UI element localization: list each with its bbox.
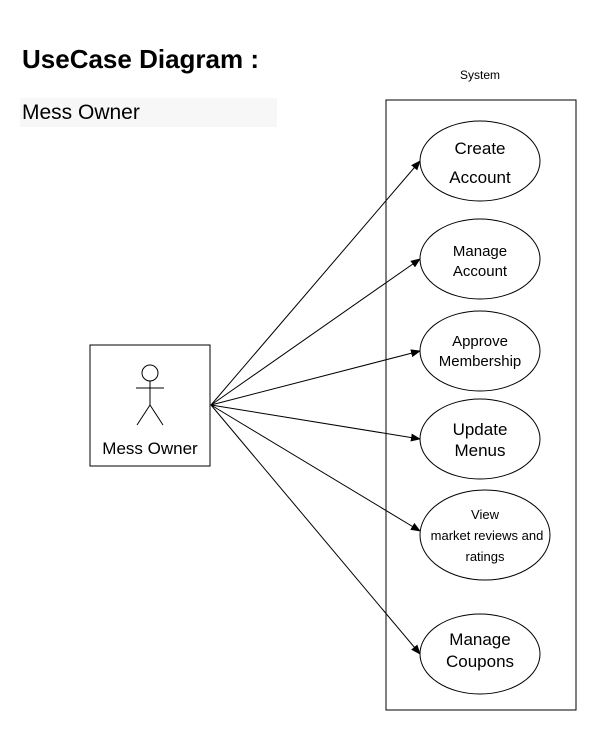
diagram-subtitle: Mess Owner — [20, 98, 277, 127]
use-case-manage-coupons[interactable]: Manage Coupons — [419, 613, 541, 695]
arrow-manage-coupons — [210, 404, 421, 655]
page-title: UseCase Diagram : — [22, 44, 259, 74]
use-case-label: Account — [453, 263, 508, 280]
use-case-label: Menus — [454, 441, 505, 460]
use-case-label: Manage — [449, 630, 510, 649]
use-case-approve-membership[interactable]: Approve Membership — [419, 310, 541, 392]
use-case-create-account[interactable]: Create Account — [419, 120, 541, 202]
use-case-label: ratings — [465, 549, 505, 564]
use-case-label: View — [471, 507, 500, 522]
use-case-label: Membership — [439, 353, 522, 370]
actor[interactable]: Mess Owner — [89, 344, 211, 467]
arrow-manage-account — [210, 258, 421, 406]
stick-figure-icon — [136, 364, 164, 426]
arrow-update-menus — [210, 404, 421, 442]
use-case-label: Create — [454, 139, 505, 158]
use-case-label: Approve — [452, 333, 508, 350]
arrow-approve-membership — [210, 349, 421, 406]
arrow-view-market-reviews — [210, 404, 421, 532]
arrow-create-account — [210, 160, 421, 406]
system-label: System — [460, 68, 500, 82]
use-case-label: Update — [453, 420, 508, 439]
use-case-update-menus[interactable]: Update Menus — [419, 398, 541, 480]
use-case-label: market reviews and — [431, 528, 544, 543]
actor-name: Mess Owner — [102, 439, 198, 458]
use-case-label: Manage — [453, 243, 507, 260]
use-case-view-market-reviews-and-ratings[interactable]: View market reviews and ratings — [419, 489, 551, 581]
use-case-label: Account — [449, 168, 511, 187]
use-case-manage-account[interactable]: Manage Account — [419, 218, 541, 300]
association-arrows — [210, 160, 421, 655]
system-boundary — [385, 99, 577, 711]
use-case-label: Coupons — [446, 652, 514, 671]
